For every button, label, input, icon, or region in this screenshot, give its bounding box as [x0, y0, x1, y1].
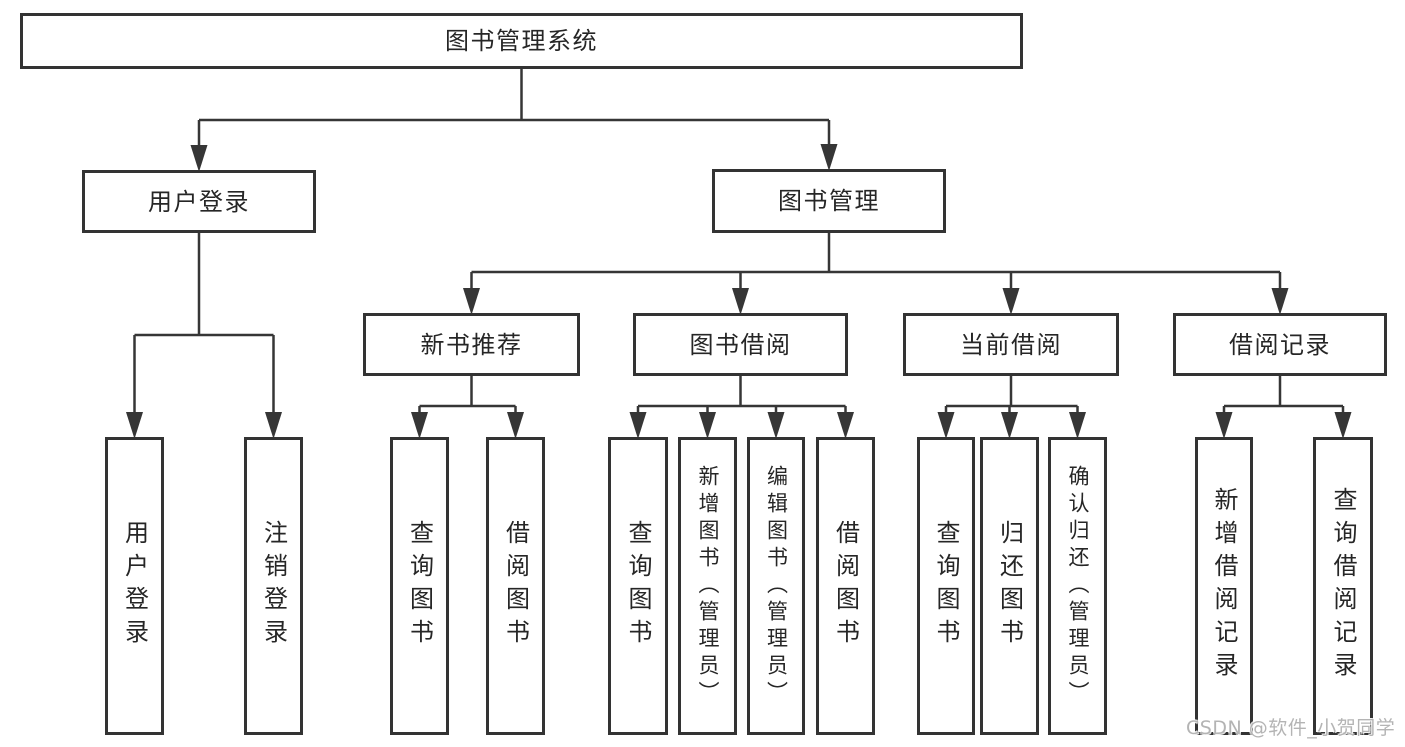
arrowhead-icon [820, 144, 838, 171]
arrowhead-icon [411, 412, 428, 439]
node-label: 查询借阅记录 [1329, 487, 1357, 685]
node-label: 新增图书（管理员） [696, 464, 720, 708]
node-bw-borrow: 借阅图书 [816, 437, 875, 735]
node-label: 归还图书 [995, 520, 1024, 652]
node-label: 查询图书 [405, 520, 434, 652]
arrowhead-icon [1069, 412, 1086, 439]
node-current-borrow: 当前借阅 [903, 313, 1119, 376]
node-nb-borrow: 借阅图书 [486, 437, 545, 735]
node-cb-return: 归还图书 [980, 437, 1039, 735]
node-cb-query: 查询图书 [917, 437, 975, 735]
arrowhead-icon [190, 145, 208, 172]
node-rc-add: 新增借阅记录 [1195, 437, 1253, 735]
node-root: 图书管理系统 [20, 13, 1023, 69]
arrowhead-icon [507, 412, 524, 439]
node-new-books: 新书推荐 [363, 313, 580, 376]
arrowhead-icon [1271, 288, 1289, 315]
node-book-mgmt: 图书管理 [712, 169, 946, 233]
node-label: 图书管理 [778, 187, 880, 215]
node-cb-confirm: 确认归还（管理员） [1048, 437, 1107, 735]
arrowhead-icon [1334, 412, 1352, 439]
node-label: 图书借阅 [689, 330, 792, 359]
node-label: 图书管理系统 [445, 27, 598, 55]
arrowhead-icon [1002, 288, 1020, 315]
node-label: 用户登录 [148, 187, 250, 216]
arrowhead-icon [265, 412, 282, 439]
arrowhead-icon [1215, 412, 1233, 439]
arrowhead-icon [837, 412, 854, 439]
arrowhead-icon [463, 288, 480, 315]
node-logout: 注销登录 [244, 437, 303, 735]
node-label: 查询图书 [932, 520, 960, 652]
arrowhead-icon [629, 412, 647, 439]
arrowhead-icon [699, 412, 716, 439]
node-label: 新书推荐 [420, 330, 523, 359]
node-bw-edit: 编辑图书（管理员） [747, 437, 805, 735]
node-borrow-records: 借阅记录 [1173, 313, 1387, 376]
node-nb-query: 查询图书 [390, 437, 449, 735]
arrowhead-icon [126, 412, 143, 439]
node-bw-query: 查询图书 [608, 437, 668, 735]
arrowhead-icon [1001, 412, 1018, 439]
arrowhead-icon [767, 412, 785, 439]
watermark: CSDN @软件_小贺同学 [1186, 717, 1396, 739]
node-label: 编辑图书（管理员） [764, 464, 789, 708]
node-user-login: 用户登录 [82, 170, 316, 233]
node-label: 用户登录 [120, 520, 149, 652]
arrowhead-icon [732, 288, 749, 315]
node-label: 借阅记录 [1229, 330, 1331, 359]
node-label: 借阅图书 [831, 520, 860, 652]
node-bw-add: 新增图书（管理员） [678, 437, 737, 735]
node-label: 确认归还（管理员） [1066, 464, 1090, 708]
node-label: 查询图书 [624, 520, 652, 652]
node-rc-query: 查询借阅记录 [1313, 437, 1373, 735]
node-label: 当前借阅 [960, 330, 1062, 359]
node-label: 注销登录 [259, 520, 288, 652]
node-login: 用户登录 [105, 437, 164, 735]
node-label: 新增借阅记录 [1210, 487, 1238, 685]
arrowhead-icon [937, 412, 955, 439]
node-label: 借阅图书 [501, 520, 530, 652]
node-book-borrow: 图书借阅 [633, 313, 848, 376]
